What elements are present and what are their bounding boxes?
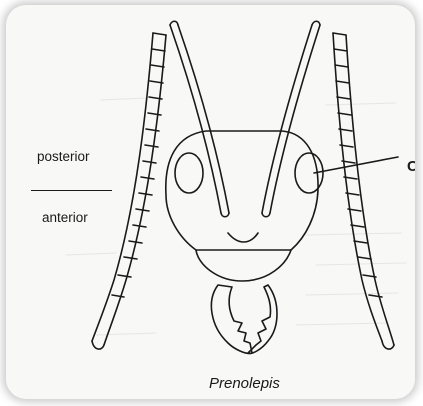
head-capsule bbox=[166, 131, 318, 250]
right-antenna-funiculus bbox=[333, 33, 394, 349]
callout-label-c: C bbox=[407, 158, 415, 175]
clypeus-notch bbox=[228, 233, 258, 242]
left-eye bbox=[175, 153, 203, 193]
left-antenna-funiculus bbox=[92, 33, 166, 349]
illustration-card: posterior anterior C Prenolepis bbox=[6, 5, 415, 399]
posterior-label: posterior bbox=[37, 149, 90, 164]
clypeus bbox=[196, 250, 291, 281]
right-eye bbox=[295, 153, 323, 193]
ant-head-drawing bbox=[6, 5, 415, 399]
species-caption: Prenolepis bbox=[209, 375, 280, 392]
right-antenna-scape bbox=[270, 25, 320, 213]
left-mandible bbox=[211, 285, 252, 353]
anterior-label: anterior bbox=[42, 210, 88, 225]
paper-texture bbox=[66, 98, 406, 335]
posterior-anterior-divider bbox=[31, 190, 112, 191]
right-mandible bbox=[248, 285, 277, 353]
